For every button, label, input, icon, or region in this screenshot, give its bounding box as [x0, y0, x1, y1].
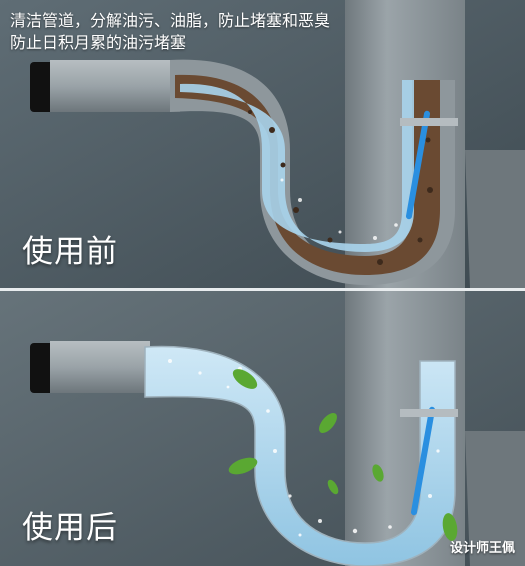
before-panel: 清洁管道，分解油污、油脂，防止堵塞和恶臭 防止日积月累的油污堵塞 使用前: [0, 0, 525, 288]
leaf-decorations: [228, 369, 458, 541]
drain-cable: [405, 110, 431, 220]
after-label: 使用后: [22, 510, 118, 546]
caption-line-1: 清洁管道，分解油污、油脂，防止堵塞和恶臭: [10, 11, 331, 30]
clean-water-pipe: [144, 345, 456, 566]
watermark: 设计师王佩: [449, 541, 515, 556]
after-pipe-illustration: [0, 291, 525, 566]
after-panel: 使用后 设计师王佩: [0, 291, 525, 566]
before-pipe-illustration: [0, 0, 525, 288]
caption: 清洁管道，分解油污、油脂，防止堵塞和恶臭 防止日积月累的油污堵塞: [10, 10, 330, 54]
drain-cable: [410, 406, 436, 516]
panel-divider: [0, 288, 525, 291]
caption-line-2: 防止日积月累的油污堵塞: [10, 33, 187, 52]
before-label: 使用前: [22, 234, 118, 270]
